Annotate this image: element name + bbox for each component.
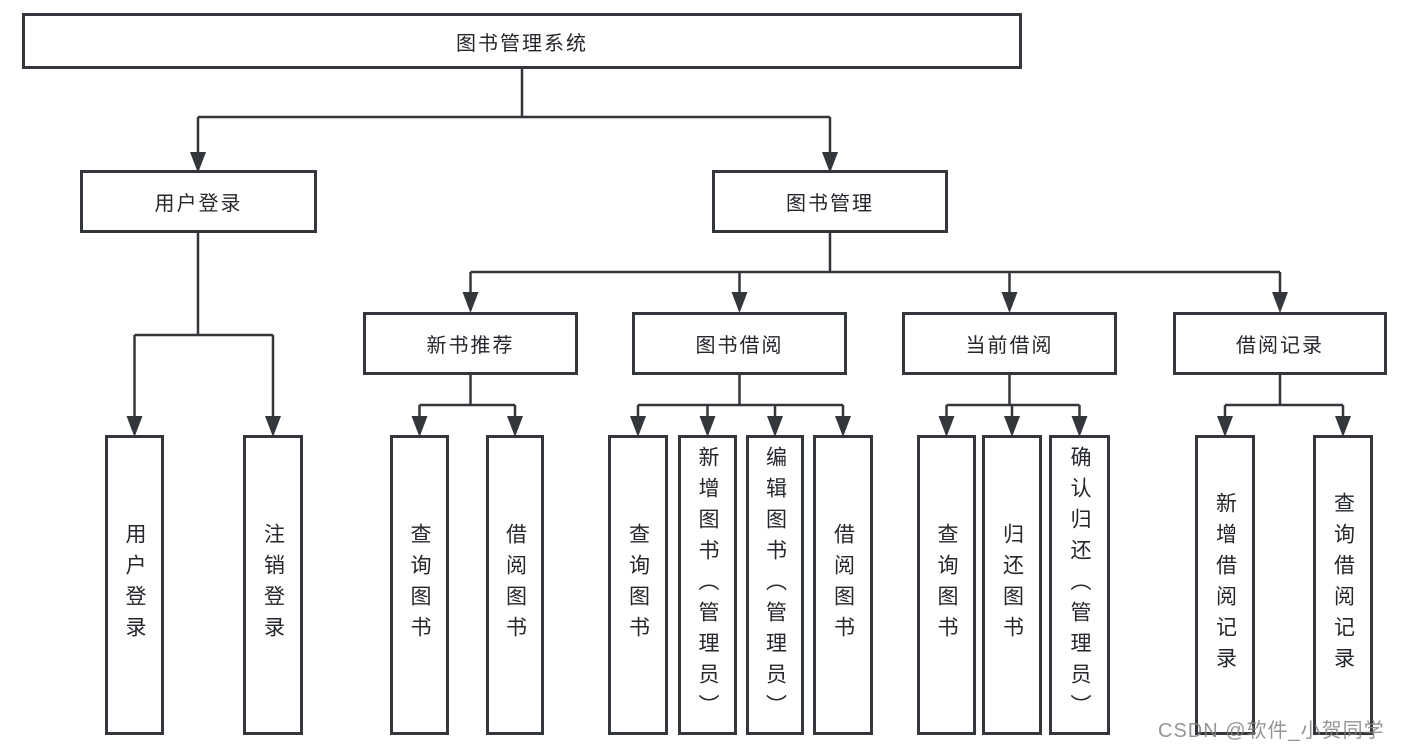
leaf-query-books-current: 查询图书 — [917, 435, 976, 735]
node-current-borrow: 当前借阅 — [902, 312, 1117, 375]
leaf-edit-book-admin: 编辑图书（管理员） — [746, 435, 804, 735]
leaf-return-books: 归还图书 — [982, 435, 1042, 735]
arrowhead — [767, 416, 783, 437]
leaf-add-borrow-record: 新增借阅记录 — [1195, 435, 1255, 735]
connector-borrow-records-to-leaves — [1217, 375, 1351, 437]
node-label: 当前借阅 — [965, 335, 1054, 357]
connector-user-login-to-leaves — [126, 233, 281, 437]
arrowhead — [1004, 416, 1020, 437]
arrowhead — [938, 416, 955, 437]
arrowhead — [699, 416, 716, 437]
arrowhead — [265, 416, 281, 437]
arrowhead — [835, 416, 851, 437]
leaf-query-borrow-record: 查询借阅记录 — [1313, 435, 1373, 735]
arrowhead — [190, 152, 206, 173]
leaf-add-book-admin: 新增图书（管理员） — [678, 435, 737, 735]
arrowhead — [462, 292, 479, 313]
leaf-query-books-recommend: 查询图书 — [390, 435, 449, 735]
leaf-borrow-books-recommend: 借阅图书 — [486, 435, 544, 735]
node-label: 归还图书 — [1000, 523, 1024, 647]
node-label: 借阅图书 — [831, 523, 855, 647]
arrowhead — [1272, 292, 1288, 313]
node-label: 新增图书（管理员） — [696, 445, 720, 725]
node-label: 用户登录 — [123, 523, 147, 647]
node-label: 注销登录 — [261, 523, 285, 647]
node-borrow-records: 借阅记录 — [1173, 312, 1387, 375]
node-label: 图书管理 — [786, 193, 874, 215]
arrowhead — [1335, 416, 1351, 437]
connector-book-management-to-level3 — [462, 233, 1288, 313]
connector-new-book-recommend-to-leaves — [411, 375, 523, 437]
node-label: 借阅图书 — [503, 523, 527, 647]
connector-root-to-level2 — [190, 69, 838, 173]
node-book-management: 图书管理 — [712, 170, 948, 233]
arrowhead — [822, 152, 838, 173]
node-label: 新书推荐 — [426, 335, 515, 357]
node-user-login: 用户登录 — [80, 170, 317, 233]
node-label: 编辑图书（管理员） — [763, 445, 787, 725]
leaf-confirm-return-admin: 确认归还（管理员） — [1049, 435, 1110, 735]
arrowhead — [1217, 416, 1233, 437]
leaf-borrow-books-borrow: 借阅图书 — [813, 435, 873, 735]
node-library-management-system: 图书管理系统 — [22, 13, 1022, 69]
leaf-logout: 注销登录 — [243, 435, 303, 735]
arrowhead — [411, 416, 428, 437]
node-label: 查询图书 — [935, 523, 959, 647]
csdn-watermark: CSDN @软件_小贺同学 — [1158, 720, 1385, 742]
arrowhead — [731, 292, 748, 313]
arrowhead — [1071, 416, 1088, 437]
node-label: 新增借阅记录 — [1213, 492, 1237, 678]
node-label: 确认归还（管理员） — [1068, 445, 1092, 725]
arrowhead — [126, 416, 143, 437]
node-label: 查询图书 — [408, 523, 432, 647]
arrowhead — [507, 416, 523, 437]
node-new-book-recommend: 新书推荐 — [363, 312, 578, 375]
node-label: 图书借阅 — [695, 335, 784, 357]
arrowhead — [1001, 292, 1018, 313]
node-label: 用户登录 — [154, 193, 243, 215]
node-label: 查询借阅记录 — [1331, 492, 1355, 678]
arrowhead — [630, 416, 646, 437]
node-label: 图书管理系统 — [456, 32, 588, 55]
node-label: 借阅记录 — [1236, 335, 1324, 357]
node-label: 查询图书 — [626, 523, 650, 647]
connector-book-borrow-to-leaves — [630, 375, 851, 437]
node-book-borrow: 图书借阅 — [632, 312, 847, 375]
leaf-query-books-borrow: 查询图书 — [608, 435, 668, 735]
connector-current-borrow-to-leaves — [938, 375, 1088, 437]
leaf-user-login: 用户登录 — [105, 435, 164, 735]
